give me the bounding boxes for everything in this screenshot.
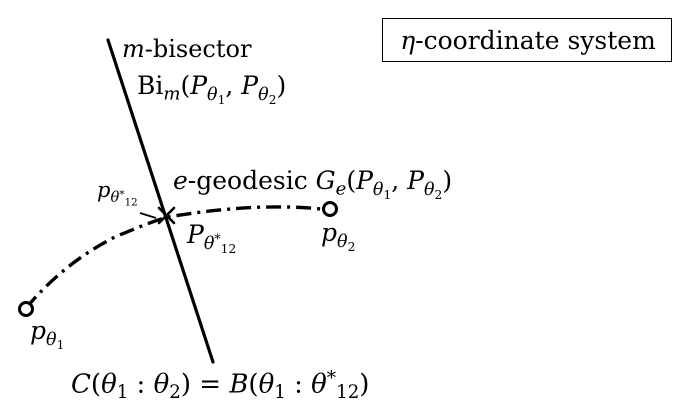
P-theta12-label: Pθ*12: [187, 220, 237, 256]
chernoff-formula: C(θ1 : θ2) = B(θ1 : θ*12): [71, 368, 370, 404]
intersection-cross: [157, 206, 176, 225]
m-bisector-line: [106, 38, 215, 364]
m-bisector-label: m-bisector: [122, 35, 252, 63]
bisector-formula: Bim(Pθ1, Pθ2): [137, 71, 287, 107]
p-theta12-leader: [139, 212, 157, 219]
p-theta1-label: pθ1: [30, 316, 65, 352]
p-theta12-label: pθ*12: [97, 178, 138, 208]
point-p-theta1-marker: [18, 301, 34, 317]
e-geodesic-curve: [24, 205, 331, 310]
point-p-theta2-marker: [322, 201, 338, 217]
p-theta2-label: pθ2: [321, 218, 356, 254]
coordinate-system-box: η-coordinate system: [382, 18, 672, 62]
e-geodesic-label: e-geodesic Ge(Pθ1, Pθ2): [173, 166, 453, 202]
coordinate-system-label: η-coordinate system: [400, 26, 656, 55]
